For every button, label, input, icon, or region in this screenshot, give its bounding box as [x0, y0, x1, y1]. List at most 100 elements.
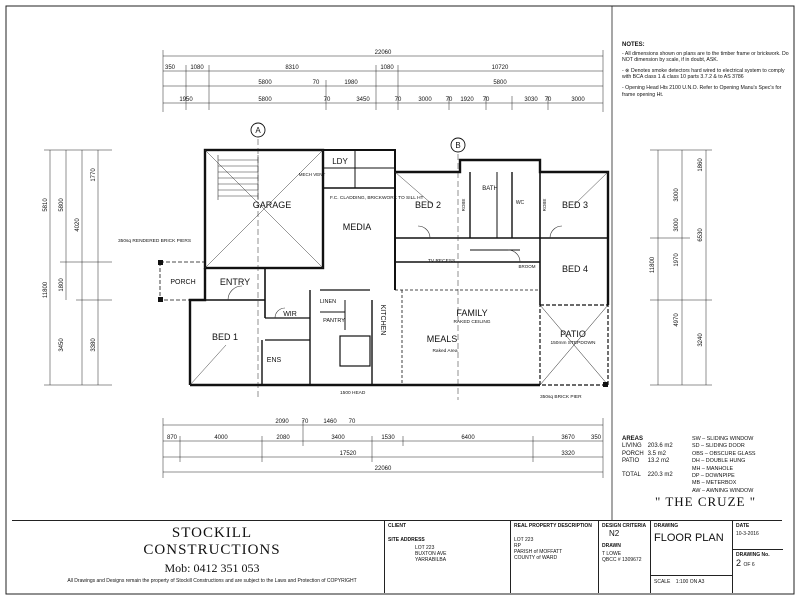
- dim-label: 3000: [571, 97, 585, 103]
- plan-label: 4020: [75, 218, 81, 232]
- client-cell: CLIENT SITE ADDRESS LOT 223 BUXTON AVE Y…: [384, 521, 511, 593]
- drawing-cell: DRAWING FLOOR PLAN SCALE 1:100 ON A3: [650, 521, 733, 593]
- dim-top-total: 22060: [375, 50, 392, 56]
- abbreviation-legend: SW – SLIDING WINDOW SD – SLIDING DOOR OB…: [692, 436, 756, 495]
- plan-label: BED 1: [212, 332, 238, 342]
- plan-label: WIR: [283, 311, 297, 318]
- section-marker-b: B: [450, 137, 466, 400]
- area-value: 203.6 m2: [647, 443, 673, 450]
- plan-label: 6400: [461, 435, 475, 441]
- sheet-border: [5, 5, 795, 595]
- general-notes: NOTES: - All dimensions shown on plans a…: [622, 42, 792, 102]
- dim-label: 70: [313, 80, 320, 86]
- area-name: TOTAL: [622, 471, 641, 478]
- right-dimension-labels: 1860 3000 3000 6530 11800 1970 4970 3240: [650, 158, 704, 347]
- design-criteria-label: DESIGN CRITERIA: [602, 523, 647, 529]
- plan-label: 150mm STEPDOWN: [550, 340, 596, 346]
- client-label: CLIENT: [388, 523, 407, 529]
- top-dimension-labels: 22060 350 1080 8310 1080 10720 5800 70 1…: [165, 50, 585, 103]
- plan-label: 1460: [323, 419, 337, 425]
- drawing-number: 2 OF 6: [733, 558, 783, 569]
- plan-label: 70: [349, 419, 356, 425]
- plan-label: 5800: [59, 198, 65, 212]
- plan-label: KITCHEN: [379, 305, 386, 336]
- legend-item: SD – SLIDING DOOR: [692, 443, 745, 450]
- plan-label: BED 2: [415, 200, 441, 210]
- legend-item: OBS – OBSCURE GLASS: [692, 450, 756, 457]
- plan-label: 1860: [698, 158, 704, 172]
- rp-line: PARISH of MOFFATT: [514, 549, 563, 555]
- company-name-line2: CONSTRUCTIONS: [143, 542, 281, 558]
- plan-label: 11800: [650, 256, 656, 273]
- plan-label: 3670: [561, 435, 575, 441]
- plan-label: MECH VENT: [299, 172, 326, 177]
- area-row: TOTAL 220.3 m2: [622, 466, 677, 479]
- site-line: BUXTON AVE: [415, 551, 447, 557]
- dim-label: 1950: [179, 97, 193, 103]
- drawing-number-value: 2: [736, 558, 742, 568]
- rp-line: LOT 223: [514, 537, 534, 543]
- plan-label: 1770: [91, 168, 97, 182]
- left-dimension-labels: 5810 5800 4020 1770 11800 1800 3450 3380: [43, 168, 97, 352]
- plan-label: MEALS: [427, 334, 458, 344]
- garage-ramp-hatch: [217, 155, 259, 200]
- dim-label: 8310: [285, 65, 299, 71]
- note-item: - Opening Head Hts 2100 U.N.O. Refer to …: [622, 84, 782, 98]
- dim-label: 350: [165, 65, 176, 71]
- plan-label: A: [255, 126, 261, 135]
- walls: [159, 148, 610, 387]
- plan-label: Raked Area: [432, 348, 457, 354]
- drawing-title: " THE CRUZE ": [655, 494, 757, 509]
- room-labels: GARAGE LDY MEDIA BED 2 BED 3 BED 4 BATH …: [170, 157, 588, 364]
- rp-line: RP: [514, 543, 521, 549]
- plan-label: MEDIA: [343, 222, 372, 232]
- dim-label: 10720: [492, 65, 509, 71]
- company-name-line1: STOCKILL: [171, 525, 253, 541]
- plan-label: BROOM: [518, 264, 535, 269]
- legend-item: MB – METERBOX: [692, 480, 737, 487]
- date-label: DATE: [736, 523, 750, 529]
- area-value: 3.5 m2: [647, 450, 667, 457]
- dim-label: 1080: [380, 65, 394, 71]
- dim-label: 1980: [344, 80, 358, 86]
- drawn-line: QBCC # 1309672: [602, 557, 642, 563]
- site-line: LOT 223: [415, 545, 435, 551]
- drawing-label: DRAWING: [654, 523, 679, 529]
- area-value: 220.3 m2: [647, 471, 673, 478]
- plan-label: 1800: [59, 278, 65, 292]
- plan-label: PATIO: [560, 329, 586, 339]
- plan-label: 3380: [91, 338, 97, 352]
- dim-label: 5800: [258, 80, 272, 86]
- dim-label: 5800: [258, 97, 272, 103]
- note-item: - All dimensions shown on plans are to t…: [622, 50, 789, 64]
- site-address-label: SITE ADDRESS: [388, 537, 425, 543]
- date-cell: DATE 10-3-2016 DRAWING No. 2 OF 6: [732, 521, 783, 593]
- area-name: PORCH: [622, 450, 644, 457]
- plan-label: 1530: [381, 435, 395, 441]
- plan-label: B: [455, 141, 460, 150]
- plan-label: ROBE: [542, 199, 547, 212]
- plan-label: LDY: [332, 157, 348, 166]
- dim-label: 70: [446, 97, 453, 103]
- title-block: STOCKILL CONSTRUCTIONS Mob: 0412 351 053…: [12, 520, 783, 593]
- plan-label: 1500 HEAD: [340, 390, 366, 396]
- plan-label: BED 4: [562, 264, 588, 274]
- plan-label: ENS: [267, 357, 282, 364]
- drawing-number-of: OF 6: [743, 562, 755, 568]
- scale-label: SCALE: [654, 579, 671, 585]
- area-name: PATIO: [622, 458, 640, 465]
- dim-label: 5800: [493, 80, 507, 86]
- legend-item: SW – SLIDING WINDOW: [692, 436, 754, 442]
- plan-label: GARAGE: [253, 200, 292, 210]
- plan-label: 350sq RENDERED BRICK PIERS: [118, 238, 191, 244]
- plan-label: RAKED CEILING: [453, 319, 490, 325]
- right-dimensions: [650, 149, 712, 386]
- bottom-dimensions: [162, 418, 604, 478]
- plan-label: 870: [167, 435, 178, 441]
- dim-label: 3000: [418, 97, 432, 103]
- plan-label: ENTRY: [220, 277, 250, 287]
